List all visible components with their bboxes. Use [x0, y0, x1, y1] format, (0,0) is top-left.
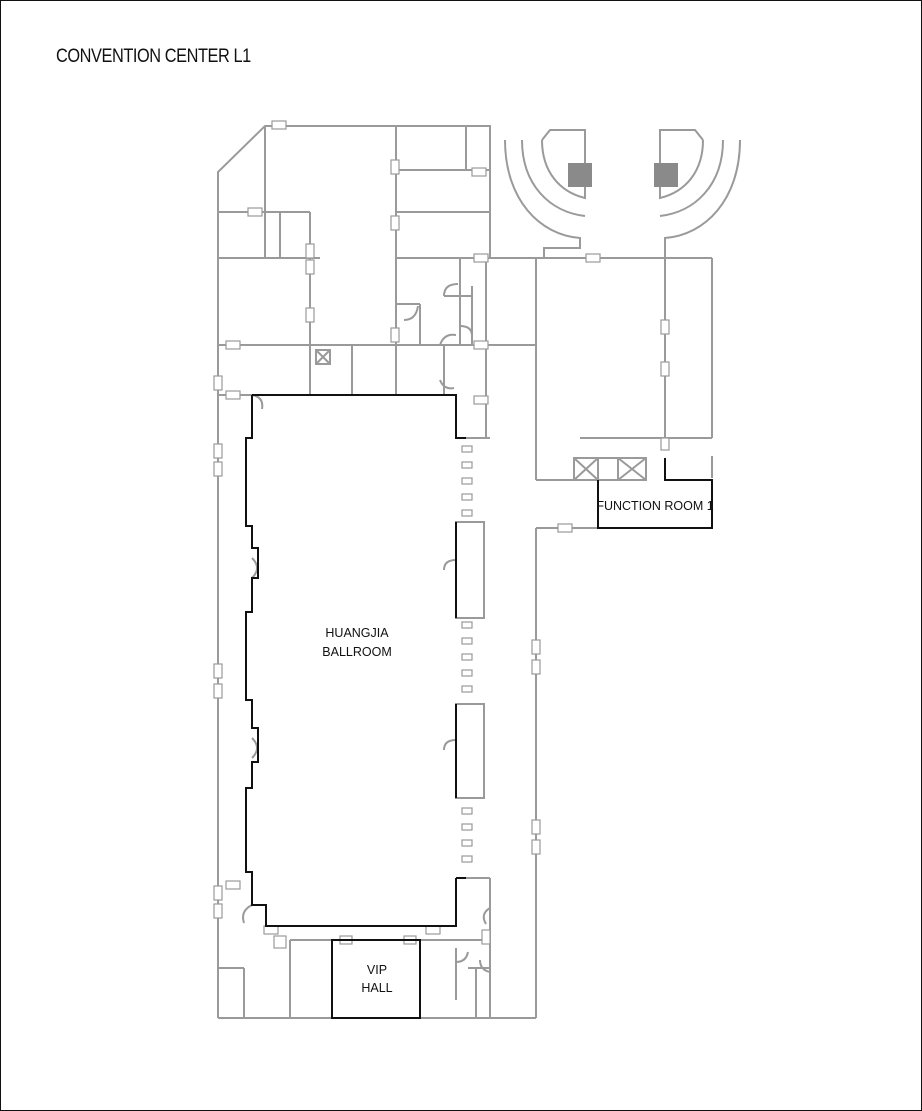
elevator-icon: [315, 349, 331, 365]
huangjia-ballroom-label-line-2: BALLROOM: [322, 645, 391, 659]
pillar-east: [654, 163, 678, 187]
map-title: CONVENTION CENTER L1: [56, 46, 251, 67]
vip-hall-walls: [331, 939, 421, 1019]
entrance-canopies: [504, 129, 741, 258]
vip-hall-label-line-2: HALL: [361, 981, 392, 995]
function-room-1-walls: [597, 458, 713, 529]
huangjia-ballroom-label-line-1: HUANGJIA: [325, 626, 389, 640]
room-label-huangjia-ballroom: HUANGJIA BALLROOM: [322, 626, 391, 659]
door-symbols: [213, 120, 670, 973]
vip-hall-label-line-1: VIP: [367, 963, 387, 977]
pillar-west: [568, 163, 592, 187]
function-room-1-label: FUNCTION ROOM 1: [596, 499, 713, 513]
stair-elements: [573, 457, 647, 481]
room-label-function-room-1: FUNCTION ROOM 1: [596, 499, 713, 513]
huangjia-ballroom-walls: [245, 394, 466, 927]
room-label-vip-hall: VIP HALL: [361, 963, 392, 995]
building-walls: [217, 125, 713, 1019]
